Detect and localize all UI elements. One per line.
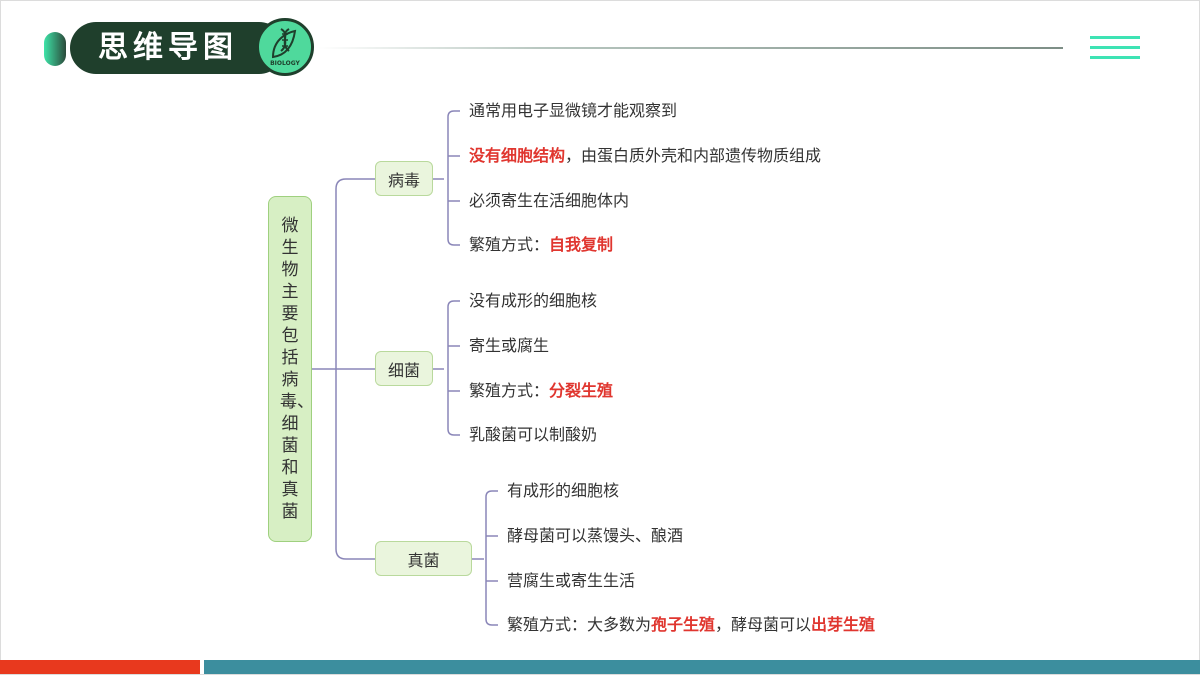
mindmap-root-node: 微生物主要包括病毒、细菌和真菌 xyxy=(268,196,314,542)
leaf-item: 营腐生或寄生生活 xyxy=(507,571,636,590)
branch-label: 细菌 xyxy=(387,360,420,380)
leaf-item: 寄生或腐生 xyxy=(469,336,550,355)
root-label: 微生物主要包括病毒、细菌和真菌 xyxy=(280,216,314,522)
leaf-item: 通常用电子显微镜才能观察到 xyxy=(469,101,678,120)
branch-node-virus: 病毒 xyxy=(375,161,433,196)
leaf-item: 没有成形的细胞核 xyxy=(469,291,598,310)
leaf-item: 乳酸菌可以制酸奶 xyxy=(469,425,598,444)
header-divider xyxy=(318,47,1063,49)
footer-bar xyxy=(204,660,1200,674)
leaf-item: 繁殖方式：大多数为孢子生殖，酵母菌可以出芽生殖 xyxy=(507,615,876,634)
branch-node-fungi: 真菌 xyxy=(375,541,472,576)
leaf-item: 酵母菌可以蒸馒头、酿酒 xyxy=(507,526,684,545)
page-title: 思维导图 xyxy=(98,30,238,65)
leaf-item: 必须寄生在活细胞体内 xyxy=(469,191,630,210)
dna-leaf-icon: BIOLOGY xyxy=(256,18,314,76)
leaf-item: 繁殖方式：分裂生殖 xyxy=(469,381,614,400)
branch-node-bacteria: 细菌 xyxy=(375,351,433,386)
leaf-item: 繁殖方式：自我复制 xyxy=(469,235,614,254)
title-tab-decoration xyxy=(44,32,66,66)
leaf-item: 没有细胞结构，由蛋白质外壳和内部遗传物质组成 xyxy=(469,146,822,165)
branch-label: 真菌 xyxy=(407,550,440,570)
badge-label: BIOLOGY xyxy=(270,60,300,67)
footer-bar-accent xyxy=(0,660,200,674)
menu-icon xyxy=(1090,36,1140,62)
title-pill xyxy=(70,22,285,74)
branch-label: 病毒 xyxy=(387,170,420,190)
leaf-item: 有成形的细胞核 xyxy=(507,481,620,500)
